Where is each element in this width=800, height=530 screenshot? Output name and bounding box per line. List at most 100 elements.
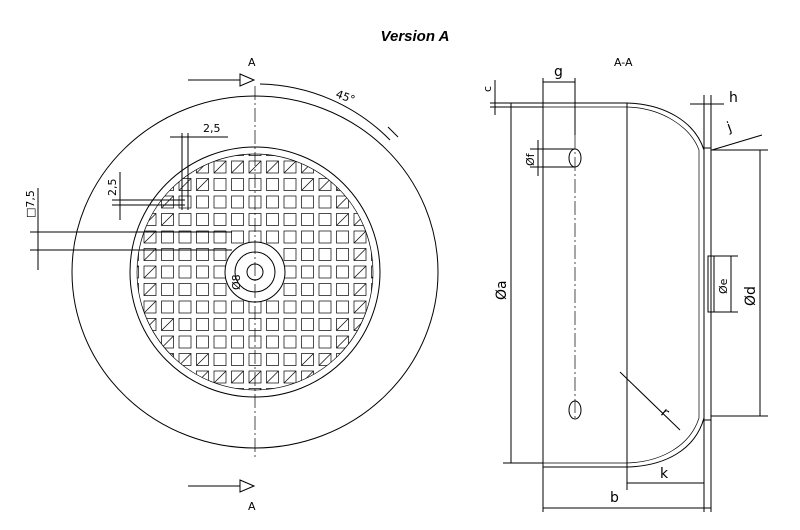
grid-opening bbox=[353, 370, 367, 384]
grid-opening bbox=[213, 318, 227, 331]
hole-diameter-label: Ø8 bbox=[230, 274, 243, 290]
angle-arc bbox=[259, 83, 391, 141]
grid-opening bbox=[318, 388, 332, 390]
grid-opening bbox=[318, 265, 332, 279]
grid-opening bbox=[137, 370, 139, 384]
grid-opening-diagonal bbox=[196, 353, 209, 366]
dim-square-label: □7,5 bbox=[24, 190, 37, 218]
grid-opening bbox=[137, 160, 139, 174]
grid-opening-diagonal bbox=[336, 335, 349, 349]
drawing-title: Version A bbox=[380, 28, 450, 45]
hub-section bbox=[707, 255, 715, 313]
grid-opening bbox=[143, 178, 157, 191]
grid-opening bbox=[318, 230, 332, 244]
grid-opening-diagonal bbox=[213, 160, 227, 174]
dim-k-label: k bbox=[660, 466, 669, 482]
grid-opening bbox=[318, 353, 332, 366]
dim-j-leader bbox=[711, 134, 763, 151]
grid-opening bbox=[283, 283, 297, 296]
grid-opening-diagonal bbox=[301, 353, 314, 366]
grid-opening bbox=[301, 353, 314, 366]
grid-opening bbox=[336, 370, 349, 384]
grid-opening bbox=[266, 154, 279, 156]
grid-opening bbox=[336, 160, 349, 174]
grid-opening bbox=[336, 230, 349, 244]
housing-outer bbox=[542, 102, 705, 468]
grid-opening bbox=[301, 318, 314, 331]
grid-opening bbox=[161, 213, 174, 226]
grid-opening-diagonal bbox=[143, 300, 157, 314]
grid-opening bbox=[371, 248, 373, 261]
grid-opening-diagonal bbox=[266, 154, 279, 156]
grid-opening bbox=[353, 248, 367, 261]
grid-opening bbox=[266, 353, 279, 366]
grid-opening bbox=[143, 230, 157, 244]
grid-opening bbox=[213, 248, 227, 261]
grid-opening bbox=[213, 300, 227, 314]
grid-opening-diagonal bbox=[353, 265, 367, 279]
front-plate bbox=[703, 147, 712, 421]
grid-opening bbox=[213, 195, 227, 209]
grid-opening-diagonal bbox=[161, 335, 174, 349]
dim-f-label: Øf bbox=[524, 152, 537, 166]
grid-opening bbox=[301, 335, 314, 349]
front-view: Ø8 A A 45° 2,5 2,5 □7,5 bbox=[24, 56, 439, 513]
grid-opening bbox=[266, 213, 279, 226]
section-view: A-A c g h j Øf bbox=[481, 56, 768, 512]
grid-opening bbox=[178, 388, 192, 390]
grid-opening bbox=[336, 213, 349, 226]
grid-opening-diagonal bbox=[196, 178, 209, 191]
grid-opening bbox=[143, 248, 157, 261]
grid-opening bbox=[178, 213, 192, 226]
grid-opening bbox=[336, 388, 349, 390]
grid-opening-diagonal bbox=[353, 318, 367, 331]
grid-opening bbox=[196, 178, 209, 191]
grid-opening bbox=[143, 160, 157, 174]
grid-opening bbox=[161, 160, 174, 174]
dim-e-label: Øe bbox=[717, 278, 730, 294]
grid-opening bbox=[161, 248, 174, 261]
grid-opening bbox=[353, 230, 367, 244]
grid-opening bbox=[231, 160, 244, 174]
grid-opening bbox=[178, 230, 192, 244]
grid-opening bbox=[161, 265, 174, 279]
grid-opening bbox=[301, 154, 314, 156]
grid-opening bbox=[266, 318, 279, 331]
grid-opening bbox=[318, 213, 332, 226]
grid-opening bbox=[371, 335, 373, 349]
grid-opening-diagonal bbox=[371, 283, 373, 296]
grid-opening bbox=[143, 353, 157, 366]
grid-opening bbox=[161, 283, 174, 296]
grid-opening bbox=[231, 318, 244, 331]
grid-opening bbox=[318, 178, 332, 191]
grid-opening-diagonal bbox=[143, 213, 157, 226]
housing-inner bbox=[543, 106, 700, 464]
grid-opening bbox=[231, 353, 244, 366]
grid-opening bbox=[178, 178, 192, 191]
grid-opening bbox=[336, 195, 349, 209]
grid-opening bbox=[231, 213, 244, 226]
grid-opening bbox=[283, 248, 297, 261]
grid-opening bbox=[143, 300, 157, 314]
grid-opening bbox=[318, 248, 332, 261]
grid-opening bbox=[196, 248, 209, 261]
grid-opening bbox=[266, 370, 279, 384]
grid-opening bbox=[137, 283, 139, 296]
grid-opening bbox=[353, 388, 367, 390]
dim-r-label: r bbox=[657, 405, 672, 421]
grid-opening bbox=[266, 178, 279, 191]
dim-c-label: c bbox=[481, 86, 494, 92]
grid-opening bbox=[266, 388, 279, 390]
grid-opening bbox=[266, 160, 279, 174]
grid-opening bbox=[196, 265, 209, 279]
grid-opening-diagonal bbox=[353, 248, 367, 261]
grid-opening-diagonal bbox=[283, 370, 297, 384]
grid-opening bbox=[213, 230, 227, 244]
grid-opening bbox=[283, 335, 297, 349]
grid-opening bbox=[301, 195, 314, 209]
grid-opening bbox=[231, 388, 244, 390]
grid-opening bbox=[231, 335, 244, 349]
dim-g-label: g bbox=[554, 64, 563, 80]
grid-opening bbox=[178, 248, 192, 261]
